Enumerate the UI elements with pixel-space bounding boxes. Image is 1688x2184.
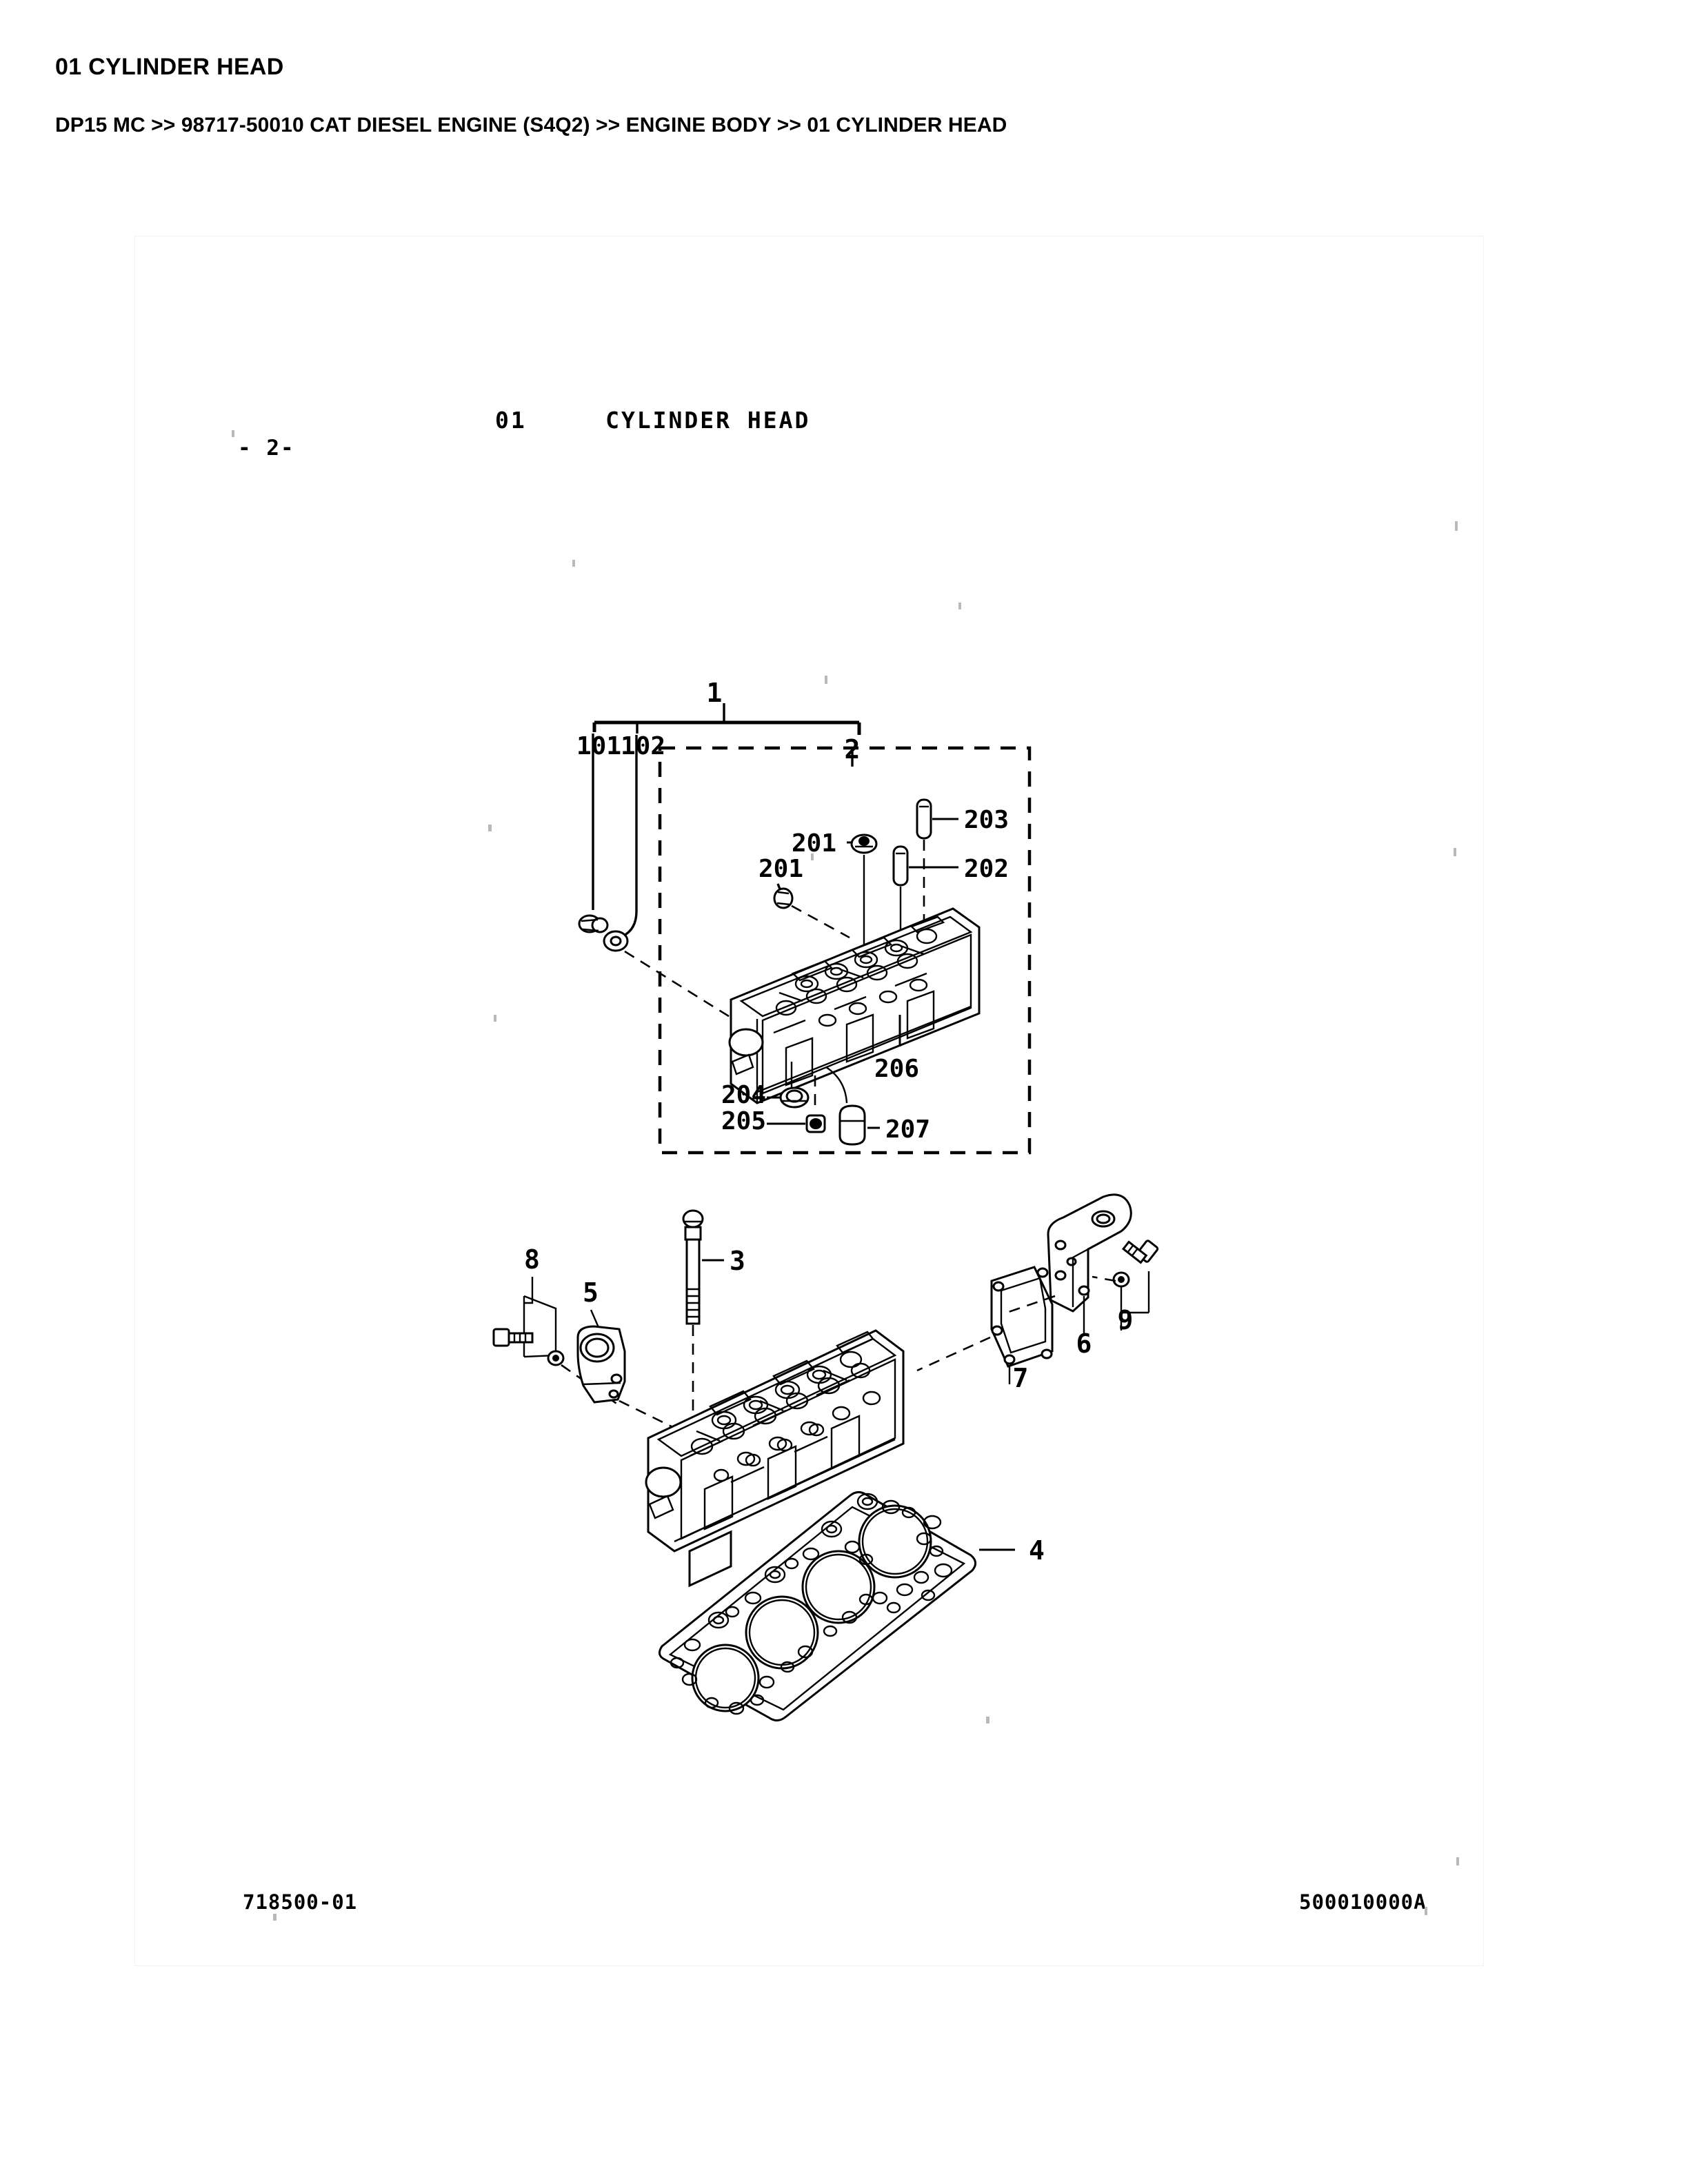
footer-left-code: 718500-01 [243,1890,358,1914]
catalog-page-sheet [135,236,1483,1965]
page-title: 01 CYLINDER HEAD [55,54,284,80]
page-number-marker: - 2- [238,436,295,461]
breadcrumb: DP15 MC >> 98717-50010 CAT DIESEL ENGINE… [55,114,1007,136]
diagram-caption: 01 CYLINDER HEAD [495,407,811,434]
footer-right-code: 500010000A [1299,1890,1427,1914]
